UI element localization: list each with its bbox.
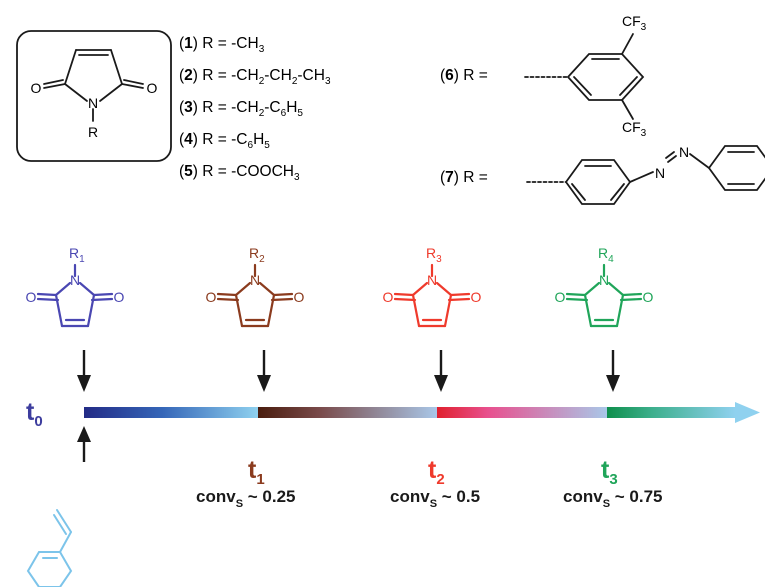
- timeline-labels: t0 t1 t2 t3 convS ~ 0.25 convS ~ 0.5 convS ~ 0…: [26, 398, 663, 510]
- monomer-3-r-label: R3: [426, 245, 442, 265]
- monomer-2-oxygen-right: O: [294, 289, 305, 305]
- generic-maleimide-oxygen-right: O: [147, 80, 158, 96]
- monomer-4-nitrogen: N: [599, 272, 609, 288]
- monomer-1-oxygen-left: O: [26, 289, 37, 305]
- substituent-5: (5) R = -COOCH3: [179, 163, 300, 183]
- arrow-down-2: [257, 350, 271, 392]
- generic-maleimide: O O N R: [16, 30, 172, 162]
- timeline-segment-1: [258, 407, 437, 418]
- monomer-1-oxygen-right: O: [114, 289, 125, 305]
- time-label-t0: t0: [26, 398, 43, 430]
- time-label-t1: t1: [248, 456, 265, 488]
- monomer-2-r-label: R2: [249, 245, 265, 265]
- monomer-3-nitrogen: N: [427, 272, 437, 288]
- substituent-list: (1) R = -CH3 (2) R = -CH2-CH2-CH3 (3) R = …: [179, 35, 488, 186]
- substituent-2: (2) R = -CH2-CH2-CH3: [179, 67, 331, 87]
- timeline-segment-2: [437, 407, 607, 418]
- substituent-1: (1) R = -CH3: [179, 35, 265, 55]
- cf3-top: CF3: [622, 13, 647, 33]
- time-label-t2: t2: [428, 456, 445, 488]
- substituent-7: (7) R =: [440, 169, 488, 186]
- azo-nitrogen-1: N: [655, 165, 665, 181]
- conversion-label-1: convS ~ 0.25: [196, 487, 296, 510]
- maleimide-monomers: O O N R1O O N R2O O N R3O O N R4: [26, 245, 654, 328]
- generic-maleimide-frame: [16, 30, 172, 162]
- styrene: [26, 509, 73, 587]
- arrow-down-1: [77, 350, 91, 392]
- monomer-4-oxygen-left: O: [555, 289, 566, 305]
- conversion-label-3: convS ~ 0.75: [563, 487, 663, 510]
- timeline-segment-0: [84, 407, 258, 418]
- cf3-bottom: CF3: [622, 119, 647, 139]
- substituent-6: (6) R =: [440, 67, 488, 84]
- azo-nitrogen-2: N: [679, 144, 689, 160]
- generic-maleimide-r-group: R: [88, 124, 98, 140]
- timeline-arrowhead: [735, 402, 760, 423]
- maleimide-monomer-4: O O N R4: [555, 245, 654, 328]
- addition-arrows: [77, 350, 620, 462]
- timeline-segment-3: [607, 407, 735, 418]
- conversion-label-2: convS ~ 0.5: [390, 487, 480, 510]
- conversion-timeline: [84, 402, 760, 423]
- generic-maleimide-oxygen-left: O: [31, 80, 42, 96]
- arrow-down-3: [434, 350, 448, 392]
- arrow-up-styrene: [77, 426, 91, 462]
- generic-maleimide-nitrogen: N: [88, 95, 98, 111]
- monomer-4-oxygen-right: O: [643, 289, 654, 305]
- monomer-1-r-label: R1: [69, 245, 85, 265]
- monomer-3-oxygen-right: O: [471, 289, 482, 305]
- substituent-7-structure: N N: [526, 144, 765, 205]
- substituent-4: (4) R = -C6H5: [179, 131, 270, 151]
- monomer-4-r-label: R4: [598, 245, 614, 265]
- monomer-2-oxygen-left: O: [206, 289, 217, 305]
- maleimide-monomer-2: O O N R2: [206, 245, 305, 328]
- substituent-6-structure: CF3 CF3: [524, 13, 647, 139]
- monomer-1-nitrogen: N: [70, 272, 80, 288]
- time-label-t3: t3: [601, 456, 618, 488]
- substituent-3: (3) R = -CH2-C6H5: [179, 99, 303, 119]
- monomer-2-nitrogen: N: [250, 272, 260, 288]
- maleimide-monomer-3: O O N R3: [383, 245, 482, 328]
- monomer-3-oxygen-left: O: [383, 289, 394, 305]
- maleimide-monomer-1: O O N R1: [26, 245, 125, 328]
- arrow-down-4: [606, 350, 620, 392]
